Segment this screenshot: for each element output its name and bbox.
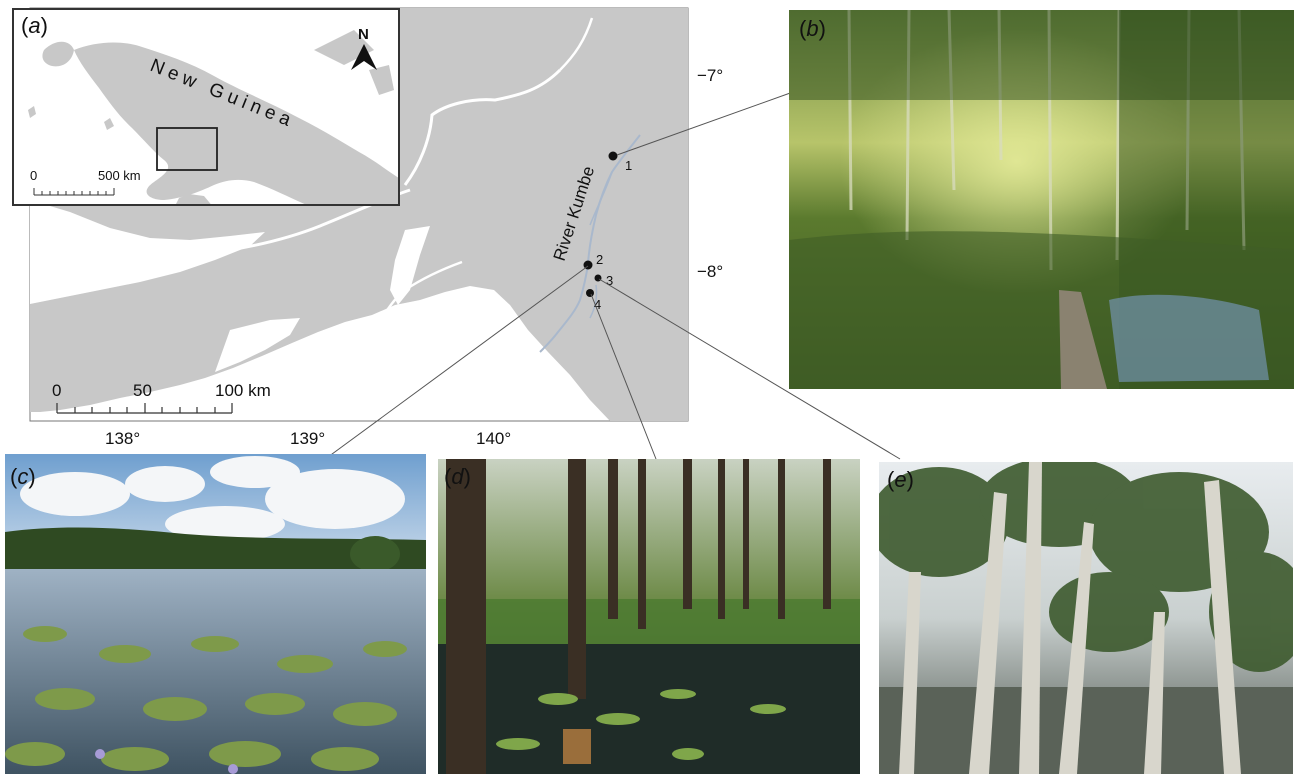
photo-e-paperbark-forest (879, 462, 1293, 774)
inset-island-2 (104, 118, 114, 130)
inset-island-1 (28, 106, 36, 118)
callout-line-d (590, 293, 657, 460)
north-arrow-icon (351, 44, 377, 70)
main-scale-label-50: 50 (133, 381, 152, 400)
panel-label-a: (a) (21, 13, 48, 38)
inset-map: N New Guinea 0 500 km (12, 8, 400, 206)
longitude-label-140: 140° (476, 429, 512, 448)
main-scale-label-100: 100 km (215, 381, 271, 400)
main-map-estuary-2 (390, 226, 430, 305)
callout-line-b (616, 91, 794, 156)
site-4-label: 4 (594, 297, 601, 312)
inset-new-guinea-land (74, 42, 398, 204)
site-2-label: 2 (596, 252, 603, 267)
photo-d-flooded-forest (438, 459, 860, 774)
main-map-channel-4 (368, 260, 463, 341)
site-3-label: 3 (606, 273, 613, 288)
main-map-estuary (215, 318, 300, 372)
photo-c-water-lily-swamp (5, 454, 426, 774)
site-1-label: 1 (625, 158, 632, 173)
latitude-label-7: −7° (697, 66, 724, 85)
inset-island-4 (369, 65, 394, 95)
inset-bird-head (42, 41, 74, 67)
site-1-marker (608, 151, 618, 161)
longitude-label-139: 139° (290, 429, 326, 448)
site-3-marker (594, 274, 602, 282)
callout-line-e (598, 278, 901, 460)
inset-scale-bar (33, 188, 115, 196)
site-4-marker (586, 289, 594, 297)
main-map-channel-3 (559, 17, 594, 71)
main-scale-label-0: 0 (52, 381, 62, 400)
photo-b-swamp-forest (789, 10, 1294, 389)
longitude-label-138: 138° (105, 429, 141, 448)
callout-line-c (327, 265, 589, 458)
panel-label-d: (d) (444, 464, 471, 489)
north-label: N (358, 26, 369, 43)
inset-scale-label-0: 0 (30, 168, 38, 183)
panel-label-b: (b) (799, 16, 826, 41)
panel-label-c: (c) (10, 464, 36, 489)
inset-study-area-box (156, 127, 218, 171)
inset-australia-tip (176, 194, 211, 204)
main-map-west-coast (30, 200, 265, 304)
main-map-channel-2 (403, 68, 562, 186)
inset-map-graphic: N New Guinea (28, 26, 398, 204)
panel-label-e: (e) (887, 467, 914, 492)
latitude-label-8: −8° (697, 262, 724, 281)
main-scale-bar (56, 403, 233, 414)
inset-scale-label-500: 500 km (98, 168, 141, 183)
